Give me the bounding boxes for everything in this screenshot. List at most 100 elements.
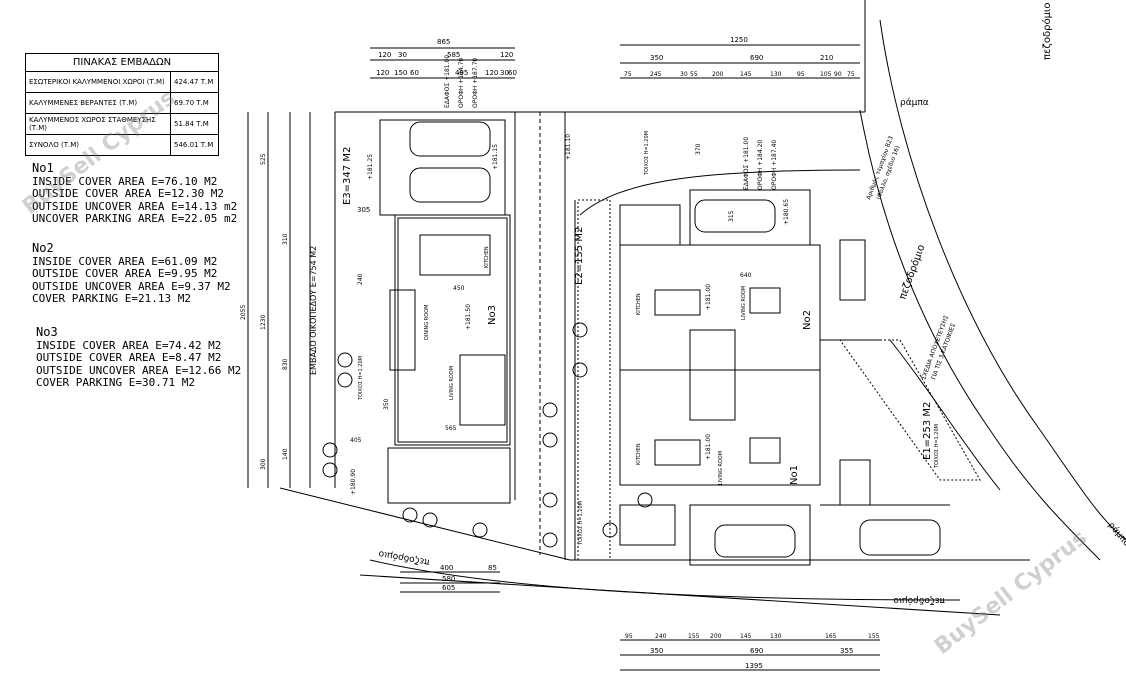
unit-area-line: OUTSIDE UNCOVER AREA E=12.66 M2 [36,363,242,377]
level-spot: +181.10 [565,134,572,160]
house-no1-no2-outline [619,244,821,486]
dim: 165 [825,633,837,640]
no3-living-label: LIVING ROOM [449,366,455,400]
dim: 245 [650,71,662,78]
dim: 830 [282,358,289,370]
dim: 120 [376,69,389,77]
hatched-area [839,339,981,481]
unit-area-line: OUTSIDE UNCOVER AREA E=9.37 M2 [32,279,231,293]
car-icon [714,524,796,558]
unit-area-line: OUTSIDE COVER AREA E=12.30 M2 [32,187,225,200]
bottom-road-line [359,574,1001,616]
unit-no2-label: No2 [802,310,813,330]
level-roof-1: ΟΡΟΦΗ +184.20 [757,140,764,190]
dim: 580 [442,575,455,583]
dim: 1395 [745,662,763,670]
zone-e1-label: Ε1=253 Μ2 [922,402,933,460]
area-row-label: ΚΑΛΥΜΜΕΝΕΣ ΒΕΡΑΝΤΕΣ (Τ.Μ) [26,93,171,113]
dim: 495 [455,69,468,77]
unit-title: No1 [32,161,54,175]
plot-area-label: ΕΜΒΑΔΟ ΟΙΚΟΠΕΔΟΥ Ε=754 Μ2 [309,246,318,375]
area-table-row: ΚΑΛΥΜΜΕΝΕΣ ΒΕΡΑΝΤΕΣ (Τ.Μ) 69.70 Τ.Μ [26,93,218,114]
dim: 90 [834,71,842,78]
area-row-label: ΣΥΝΟΛΟ (Τ.Μ) [26,135,171,155]
car-icon [409,121,491,157]
footpath-right-label: πεζοδρόμιο [897,243,928,301]
dim: 130 [770,633,782,640]
level-spot: +181.15 [492,144,499,170]
dim: 30 [398,51,407,59]
hatched-area [577,199,611,561]
level-ground-top: ΕΔΑΦΟΣ +181.00 [444,55,451,108]
car-icon [694,199,776,233]
no2-parking [689,189,811,246]
dim: 690 [750,54,763,62]
no2-living-label: LIVING ROOM [741,286,747,320]
unit-area-line: UNCOVER PARKING AREA E=22.05 m2 [32,212,238,225]
dim: 605 [442,584,455,592]
level-spot: +181.50 [465,304,472,330]
level-roof-2: ΟΡΟΦΗ +187.40 [771,140,778,190]
wall-note: ΤΟΙΧΟΣ Η=1.20Μ [358,356,364,401]
footpath-bottom-label: πεζοδρόμιο [377,548,430,568]
dim: 120 [500,51,513,59]
dim: 240 [655,633,667,640]
unit-title: No3 [36,325,58,339]
dim: 310 [282,233,289,245]
zone-e3-label: Ε3=347 Μ2 [342,147,353,205]
dim: 155 [868,633,880,640]
unit-area-line: OUTSIDE COVER AREA E=9.95 M2 [32,267,218,280]
level-spot: +181.25 [367,154,374,180]
level-roof-top-1: ΟΡΟΦΗ +184.70 [458,58,465,108]
no2-kitchen-label: KITCHEN [636,293,642,315]
dim: 150 [394,69,407,77]
area-row-value: 69.70 Τ.Μ [174,99,209,107]
unit-no1-areas: No1 INSIDE COVER AREA E=76.10 M2 OUTSIDE… [32,162,237,226]
dim: 30 [680,71,688,78]
area-table-row: ΕΣΩΤΕΡΙΚΟΙ ΚΑΛΥΜΜΕΝΟΙ ΧΩΡΟΙ (Τ.Μ) 424.47… [26,72,218,93]
driveway-curve [579,169,861,216]
unit-area-line: COVER PARKING E=21.13 M2 [32,292,191,305]
zone-e2-label: Ε2=155 Μ2 [574,227,585,285]
unit-area-line: OUTSIDE UNCOVER AREA E=14.13 m2 [32,199,238,213]
no3-veranda [387,447,511,504]
no2-veranda [619,204,681,246]
dim: 130 [770,71,782,78]
house-no3-inner [397,217,508,443]
level-spot: +180.90 [350,469,357,495]
dim: 405 [350,437,362,444]
unit-area-line: INSIDE COVER AREA E=74.42 M2 [36,338,222,352]
area-table: ΠΙΝΑΚΑΣ ΕΜΒΑΔΩΝ ΕΣΩΤΕΡΙΚΟΙ ΚΑΛΥΜΜΕΝΟΙ ΧΩ… [25,53,219,156]
dim: 105 [820,71,832,78]
no1-veranda [619,504,676,546]
no3-parking [379,119,506,216]
unit-title: No2 [32,241,54,255]
area-row-label: ΚΑΛΥΜΜΕΝΟΣ ΧΩΡΟΣ ΣΤΑΘΜΕΥΣΗΣ (Τ.Μ) [26,114,171,134]
dim: 200 [712,71,724,78]
dim: 640 [740,272,752,279]
no1-dining-table [654,439,701,466]
dim: 140 [282,448,289,460]
dim: 55 [690,71,698,78]
no1-living-label: LIVING ROOM [718,451,724,485]
tree-icons [322,322,653,548]
dim: 145 [740,71,752,78]
level-ground: ΕΔΑΦΟΣ +181.00 [743,137,750,190]
dim: 60 [410,69,419,77]
footpath-bottom-right-label: πεζοδρόμιο [893,595,945,606]
bed-icon [749,287,781,314]
unit-area-line: INSIDE COVER AREA E=61.09 M2 [32,254,218,268]
plot-boundary-bottom-left [279,487,571,561]
wall-note: ΤΟΙΧΟΣ Η=1.20Μ [644,131,650,176]
no3-dining-table [419,234,491,276]
no3-living-furniture [459,354,506,426]
dim: 1230 [260,315,267,330]
planting-strip [839,459,871,506]
unit-area-line: OUTSIDE COVER AREA E=8.47 M2 [36,351,222,364]
ramp-right-label: ράμπα [1106,521,1126,549]
unit-no3-label: No3 [487,305,498,325]
unit-area-line: COVER PARKING E=30.71 M2 [36,376,195,389]
ramp-top-label: ράμπα [900,98,929,108]
road-edge-line [889,339,1001,491]
unit-no2-areas: No2 INSIDE COVER AREA E=61.09 M2 OUTSIDE… [32,242,231,306]
